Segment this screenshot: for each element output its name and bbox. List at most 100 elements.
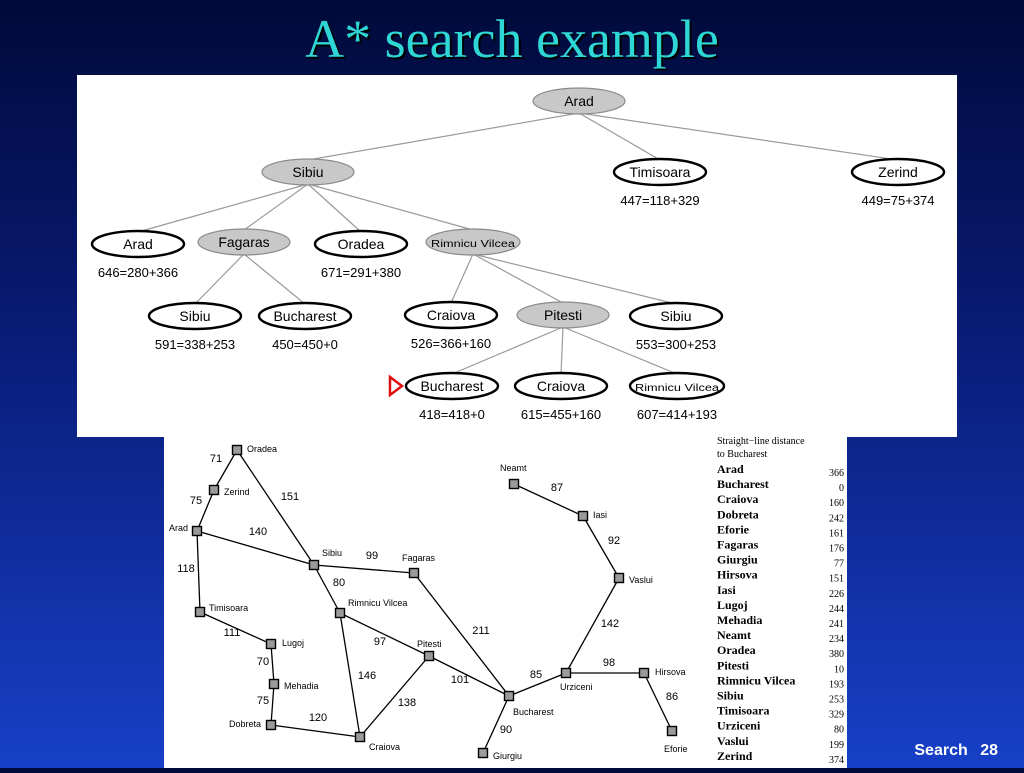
sld-city: Timisoara: [717, 704, 769, 718]
city-marker: [231, 444, 243, 456]
sld-value: 176: [829, 544, 844, 555]
sld-city: Lugoj: [717, 598, 748, 612]
sld-city: Hirsova: [717, 568, 758, 582]
sld-value: 380: [829, 649, 844, 660]
sld-value: 80: [834, 725, 844, 736]
sld-city: Bucharest: [717, 477, 769, 491]
sld-value: 161: [829, 528, 844, 539]
sld-value: 374: [829, 755, 844, 766]
city-name: Timisoara: [209, 603, 248, 613]
city-marker: [666, 725, 678, 737]
road: [270, 683, 275, 726]
tree-node-label: Zerind: [878, 164, 918, 180]
city-marker: [508, 478, 520, 490]
city-marker: [423, 650, 435, 662]
road-distance: 75: [257, 695, 269, 707]
city-marker: [208, 484, 220, 496]
sld-city: Giurgiu: [717, 553, 758, 567]
tree-edge: [451, 326, 564, 375]
road: [196, 530, 315, 566]
sld-city: Eforie: [717, 522, 750, 536]
tree-node-f-value: 418=418+0: [419, 407, 485, 422]
city-marker: [613, 572, 625, 584]
tree-node-f-value: 553=300+253: [636, 337, 716, 352]
tree-node-label: Arad: [564, 93, 594, 109]
road-distance: 142: [601, 618, 619, 630]
road-distance: 98: [603, 657, 615, 669]
tree-node: Rimnicu Vilcea: [425, 228, 521, 256]
tree-node-label: Rimnicu Vilcea: [635, 383, 720, 394]
sld-value: 193: [829, 679, 844, 690]
city-marker: [354, 731, 366, 743]
city-marker: [334, 607, 346, 619]
sld-value: 0: [839, 483, 844, 494]
city-name: Oradea: [247, 444, 277, 454]
road: [643, 672, 673, 732]
sld-value: 241: [829, 619, 844, 630]
road-distance: 92: [608, 535, 620, 547]
road: [270, 724, 361, 738]
tree-edge: [307, 183, 362, 233]
road-distance: 211: [472, 625, 490, 637]
tree-node-label: Sibiu: [660, 308, 691, 324]
sld-city: Zerind: [717, 749, 753, 763]
sld-value: 242: [829, 513, 844, 524]
tree-edge: [560, 326, 564, 375]
road: [270, 643, 275, 685]
city-marker: [408, 567, 420, 579]
road: [236, 449, 315, 566]
tree-node: Sibiu 553=300+253: [628, 301, 724, 352]
road-distance: 85: [530, 669, 542, 681]
sld-city: Neamt: [717, 628, 751, 642]
road: [428, 655, 510, 697]
tree-node: Arad: [532, 87, 626, 115]
tree-node: Fagaras: [197, 228, 291, 256]
sld-value: 10: [834, 664, 844, 675]
tree-node-f-value: 449=75+374: [861, 193, 934, 208]
tree-node-f-value: 607=414+193: [637, 407, 717, 422]
road: [359, 655, 430, 738]
sld-city: Pitesti: [717, 658, 750, 672]
road-distance: 71: [210, 453, 222, 465]
tree-edge: [243, 253, 306, 305]
tree-node-ellipse: [147, 301, 243, 331]
tree-node-f-value: 671=291+380: [321, 265, 401, 280]
city-name: Lugoj: [282, 638, 304, 648]
tree-edge: [562, 326, 678, 375]
slide-footer: Search 28: [906, 742, 998, 760]
sld-city: Mehadia: [717, 613, 762, 627]
tree-node-label: Rimnicu Vilcea: [431, 239, 516, 250]
sld-heading: to Bucharest: [717, 449, 767, 460]
sld-value: 160: [829, 498, 844, 509]
tree-node-ellipse: [403, 300, 499, 330]
sld-city: Dobreta: [717, 507, 759, 521]
tree-edge: [578, 112, 661, 161]
sld-city: Rimnicu Vilcea: [717, 673, 795, 687]
tree-node-label: Sibiu: [179, 308, 210, 324]
road-distance: 70: [257, 656, 269, 668]
city-name: Arad: [169, 523, 188, 533]
tree-node-label: Bucharest: [273, 308, 336, 324]
road: [482, 695, 510, 754]
city-name: Urziceni: [560, 682, 593, 692]
road: [339, 612, 430, 657]
tree-node: Pitesti: [516, 301, 610, 329]
road: [582, 515, 620, 579]
tree-node-ellipse: [628, 371, 726, 401]
road: [313, 564, 415, 574]
road-distance: 111: [224, 627, 241, 639]
city-name: Craiova: [369, 742, 400, 752]
city-marker: [268, 678, 280, 690]
road-distance: 90: [500, 724, 512, 736]
tree-node-ellipse: [516, 301, 610, 329]
sld-value: 253: [829, 695, 844, 706]
tree-node-f-value: 526=366+160: [411, 336, 491, 351]
